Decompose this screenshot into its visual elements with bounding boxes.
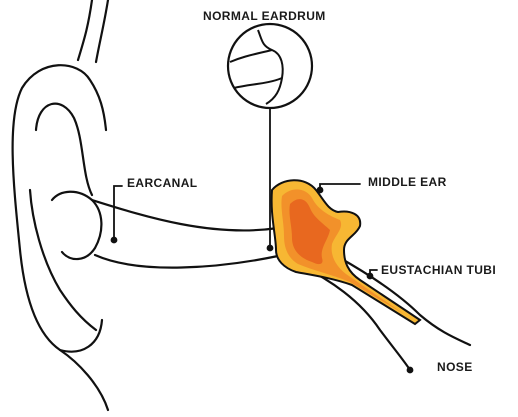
earcanal-label: EARCANAL: [127, 177, 198, 189]
earcanal-bottom: [95, 255, 278, 268]
nose-dot: [408, 368, 413, 373]
middleear-dot: [318, 188, 323, 193]
earcanal-leader: [114, 186, 122, 240]
inner-helix: [36, 104, 92, 195]
middleear-leader: [320, 184, 360, 190]
helix-top-2: [96, 0, 108, 62]
normal-eardrum-label: NORMAL EARDRUM: [203, 10, 326, 22]
earcanal-dot: [112, 238, 117, 243]
earlobe: [60, 320, 102, 352]
eardrum-dot: [268, 246, 273, 251]
eardrum-inset: [228, 24, 312, 108]
antihelix: [30, 190, 96, 330]
eustachian-dot: [368, 274, 373, 279]
middle-ear-region: [272, 180, 420, 324]
helix-top: [78, 0, 92, 60]
earcanal-top: [92, 200, 278, 230]
nose-label: NOSE: [437, 361, 473, 373]
concha: [52, 192, 101, 259]
eustachian-tube-label: EUSTACHIAN TUBI: [381, 264, 496, 276]
middle-ear-label: MIDDLE EAR: [368, 176, 447, 188]
pinna-outline: [13, 65, 108, 410]
